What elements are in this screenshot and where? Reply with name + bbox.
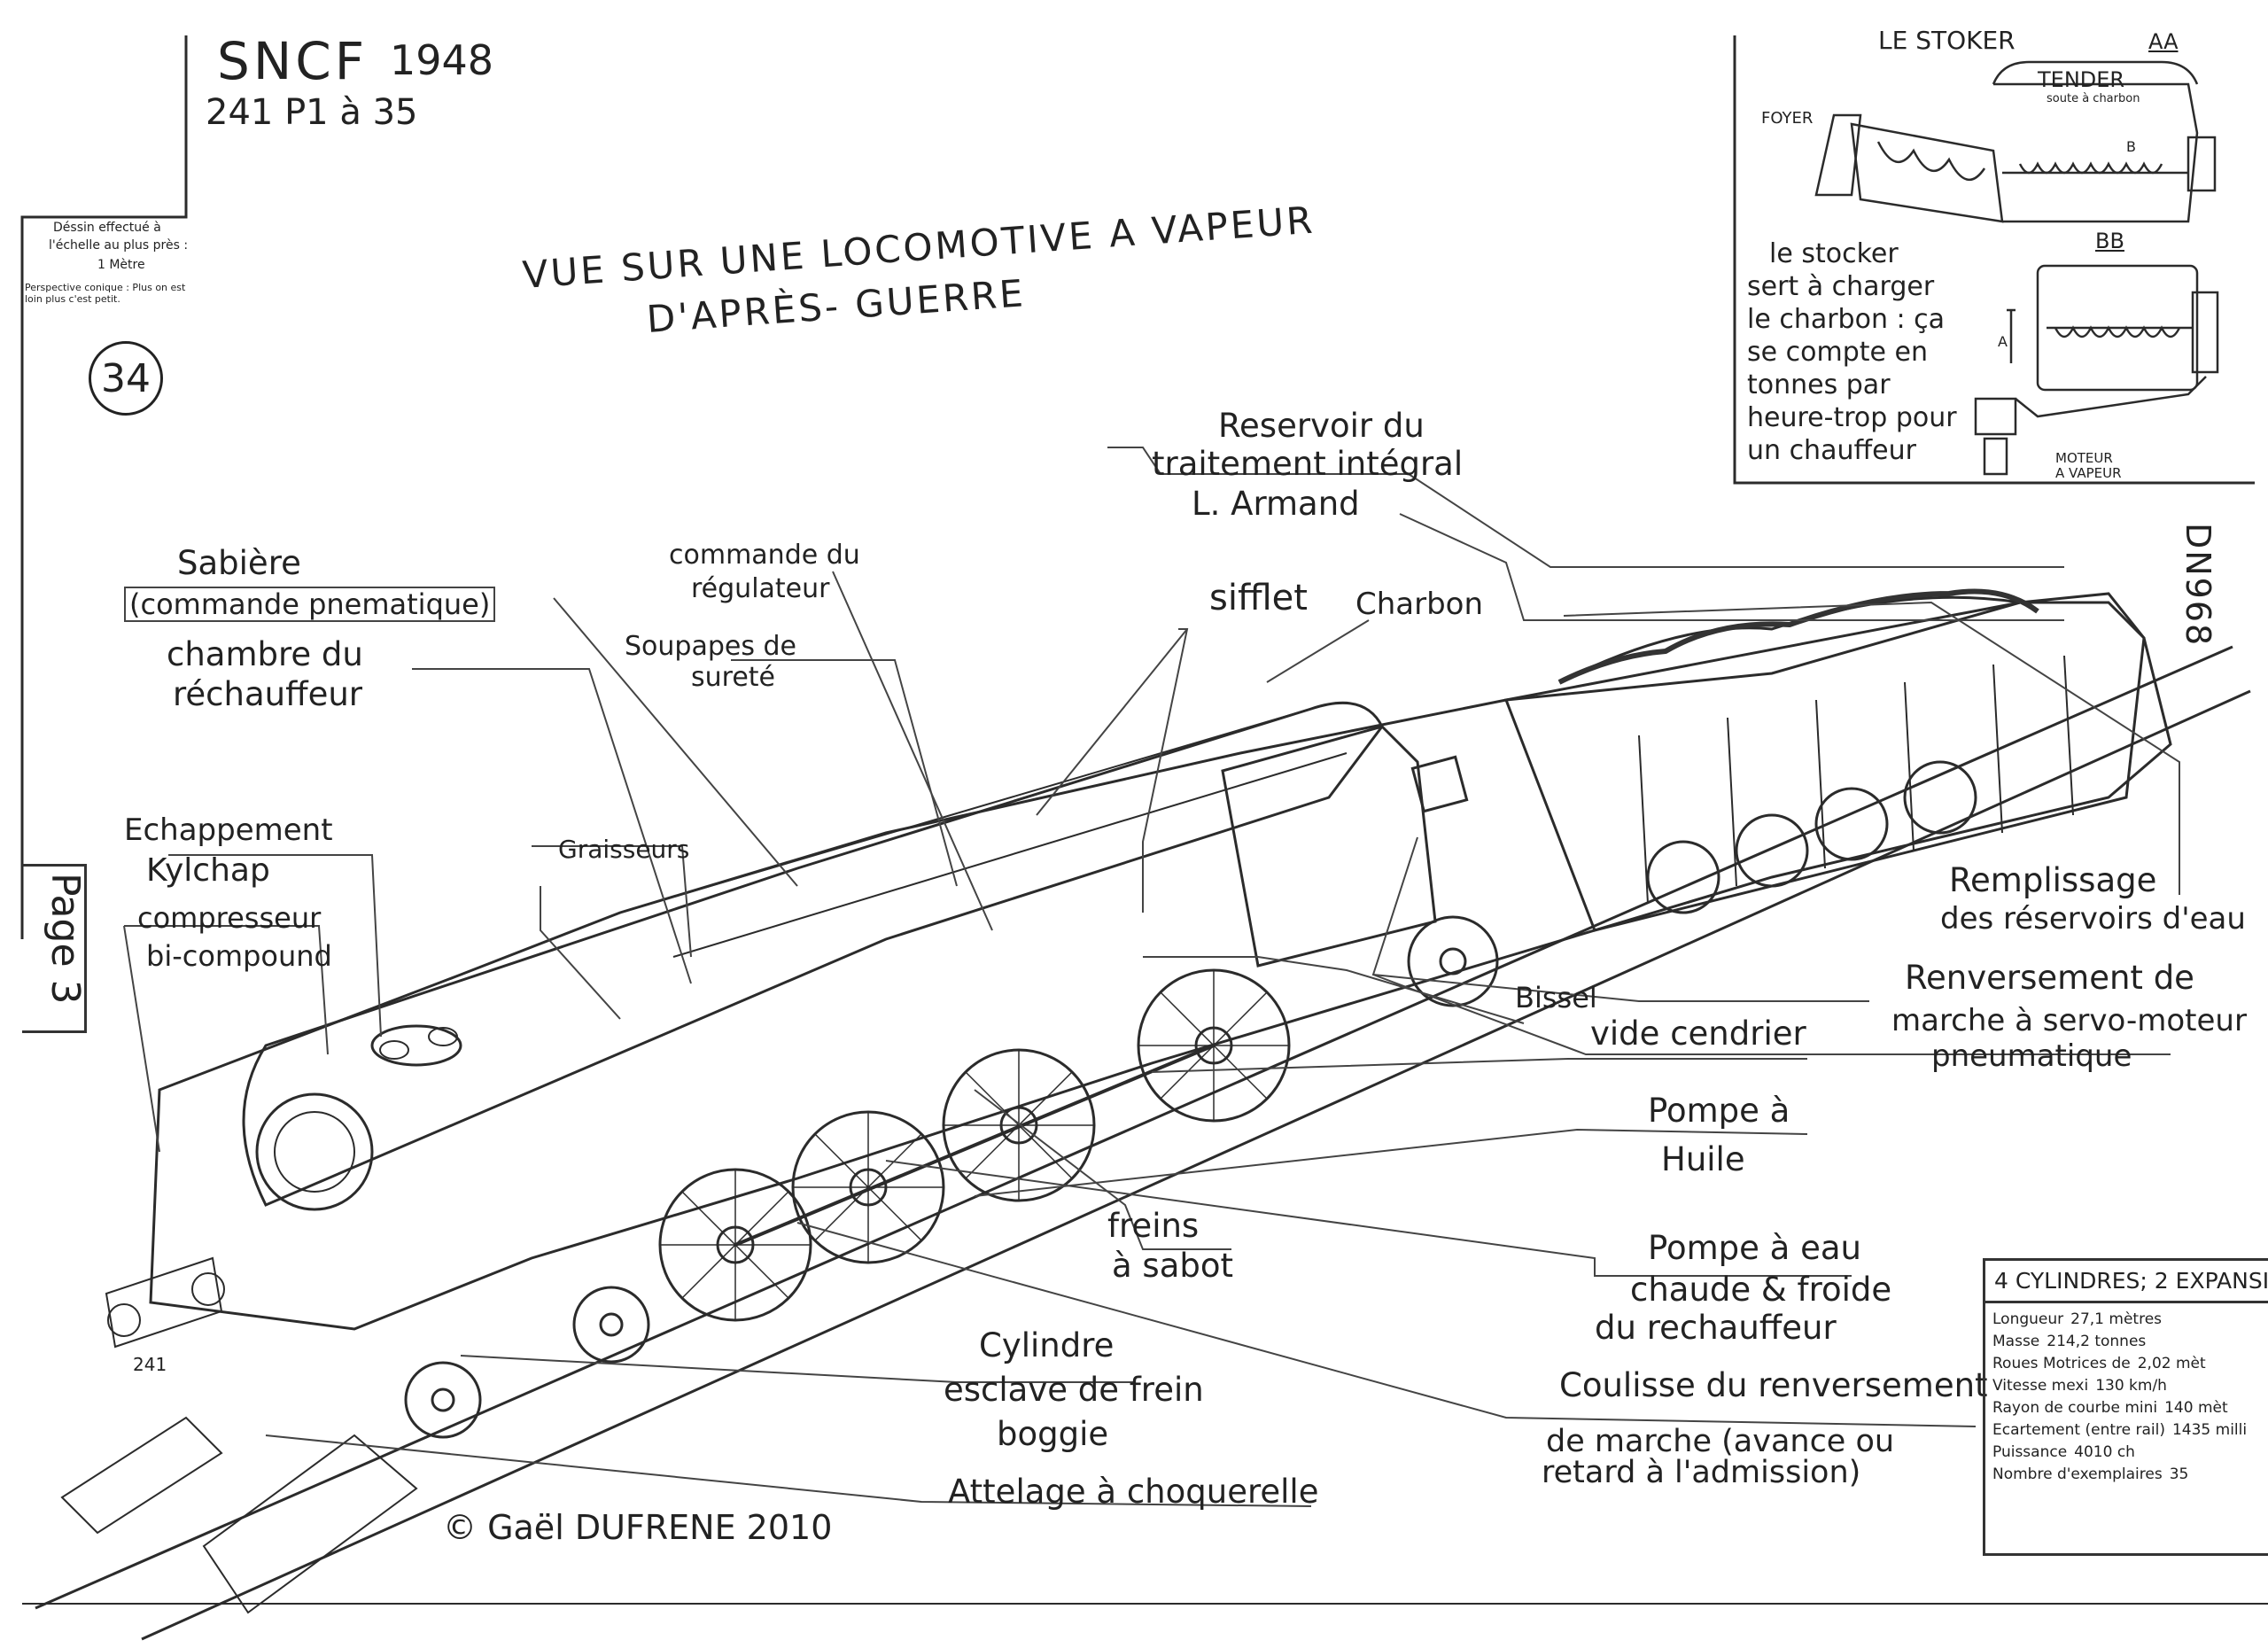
scale-note-line1: Déssin effectué à: [53, 221, 161, 235]
spec-value: 35: [2169, 1465, 2189, 1483]
label-commande-1: commande du: [669, 540, 860, 571]
spec-label: Roues Motrices de: [1992, 1355, 2131, 1372]
spec-row: Masse 214,2 tonnes: [1992, 1331, 2264, 1353]
spec-label: Puissance: [1992, 1443, 2068, 1461]
spec-row: Roues Motrices de 2,02 mèt: [1992, 1353, 2264, 1375]
label-charbon: Charbon: [1355, 587, 1484, 622]
stoker-desc-line: le stocker: [1769, 238, 1899, 269]
spec-row: Longueur 27,1 mètres: [1992, 1309, 2264, 1331]
spec-label: Nombre d'exemplaires: [1992, 1465, 2163, 1483]
stoker-a-vapeur: A VAPEUR: [2055, 465, 2122, 481]
stoker-desc-line: sert à charger: [1747, 271, 1935, 302]
spec-row: Nombre d'exemplaires 35: [1992, 1464, 2264, 1486]
label-reservoir-2: traitement intégral: [1152, 445, 1464, 483]
specs-header: 4 CYLINDRES; 2 EXPANSI: [1985, 1261, 2268, 1303]
label-coulisse-2: de marche (avance ou: [1546, 1424, 1895, 1459]
label-pompe-huile-2: Huile: [1661, 1140, 1745, 1178]
label-reservoir-1: Reservoir du: [1218, 407, 1425, 445]
label-remplissage-1: Remplissage: [1949, 861, 2157, 899]
stoker-title: LE STOKER: [1878, 26, 2016, 55]
stoker-b-mark: B: [2126, 138, 2136, 155]
spec-label: Rayon de courbe mini: [1992, 1399, 2158, 1417]
label-pompe-huile-1: Pompe à: [1648, 1092, 1790, 1130]
stoker-foyer: FOYER: [1761, 109, 1814, 128]
scale-note-line4: Perspective conique : Plus on est loin p…: [25, 282, 186, 306]
spec-value: 1435 milli: [2171, 1421, 2248, 1439]
label-soupapes-1: Soupapes de: [625, 631, 797, 662]
label-vide-cendrier: vide cendrier: [1590, 1014, 1806, 1053]
copyright-label: © Gaël DUFRENE 2010: [443, 1508, 833, 1547]
spec-value: 130 km/h: [2095, 1377, 2167, 1395]
label-pompe-eau-1: Pompe à eau: [1648, 1229, 1862, 1267]
stoker-desc-line: tonnes par: [1747, 369, 1891, 400]
label-freins-2: à sabot: [1112, 1247, 1234, 1285]
specs-box: 4 CYLINDRES; 2 EXPANSI Longueur 27,1 mètr…: [1983, 1258, 2268, 1556]
stoker-tender-sub: soute à charbon: [2047, 92, 2140, 105]
label-attelage: Attelage à choquerelle: [948, 1473, 1319, 1511]
stoker-section-aa: AA: [2148, 29, 2179, 54]
stoker-desc-line: un chauffeur: [1747, 435, 1916, 466]
label-coulisse-1: Coulisse du renversement: [1559, 1366, 1988, 1404]
label-sabiere-1: Sabière: [177, 544, 301, 582]
spec-value: 214,2 tonnes: [2047, 1333, 2147, 1350]
stoker-desc-line: se compte en: [1747, 337, 1928, 368]
brand-label: SNCF: [217, 31, 369, 91]
side-code: DN968: [2179, 523, 2218, 648]
spec-label: Ecartement (entre rail): [1992, 1421, 2165, 1439]
label-graisseurs: Graisseurs: [558, 835, 690, 864]
label-commande-2: régulateur: [691, 573, 830, 604]
stoker-a-mark: A: [1998, 333, 2008, 350]
spec-row: Vitesse mexi 130 km/h: [1992, 1375, 2264, 1397]
stoker-section-bb: BB: [2095, 229, 2124, 253]
label-renversement-2: marche à servo-moteur: [1891, 1003, 2247, 1038]
page-number: 34: [101, 355, 151, 401]
label-bissel: Bissel: [1515, 981, 1597, 1014]
spec-label: Vitesse mexi: [1992, 1377, 2089, 1395]
label-echappement-3: compresseur: [137, 901, 322, 935]
label-cylindre-3: boggie: [997, 1415, 1109, 1453]
label-echappement-1: Echappement: [124, 812, 333, 848]
spec-row: Ecartement (entre rail) 1435 milli: [1992, 1419, 2264, 1442]
label-renversement-1: Renversement de: [1905, 959, 2194, 997]
stoker-desc-line: le charbon : ça: [1747, 304, 1946, 335]
spec-value: 27,1 mètres: [2070, 1310, 2163, 1328]
label-soupapes-2: sureté: [691, 662, 775, 693]
spec-value: 4010 ch: [2074, 1443, 2135, 1461]
stoker-moteur: MOTEUR: [2055, 450, 2113, 466]
spec-value: 140 mèt: [2164, 1399, 2228, 1417]
stoker-description: le stocker sert à charger le charbon : ç…: [1747, 237, 1957, 467]
label-chambre-1: chambre du: [167, 635, 363, 673]
label-chambre-2: réchauffeur: [173, 675, 362, 713]
label-remplissage-2: des réservoirs d'eau: [1940, 901, 2246, 937]
spec-label: Masse: [1992, 1333, 2040, 1350]
label-pompe-eau-3: du rechauffeur: [1595, 1309, 1837, 1347]
stoker-tender: TENDER: [2038, 67, 2125, 92]
label-cylindre-1: Cylindre: [979, 1326, 1115, 1364]
scale-note-line2: l'échelle au plus près :: [49, 238, 189, 253]
year-label: 1948: [390, 36, 494, 84]
spec-row: Puissance 4010 ch: [1992, 1442, 2264, 1464]
label-reservoir-3: L. Armand: [1192, 485, 1360, 523]
label-cylindre-2: esclave de frein: [944, 1371, 1204, 1409]
page-tab-frame: [22, 864, 87, 1033]
label-pompe-eau-2: chaude & froide: [1630, 1271, 1892, 1309]
loco-number-plate: 241: [133, 1354, 167, 1375]
label-coulisse-3: retard à l'admission): [1542, 1455, 1861, 1490]
spec-value: 2,02 mèt: [2137, 1355, 2206, 1372]
spec-label: Longueur: [1992, 1310, 2064, 1328]
label-echappement-4: bi-compound: [146, 939, 332, 973]
label-echappement-2: Kylchap: [146, 852, 270, 889]
label-renversement-3: pneumatique: [1931, 1038, 2132, 1074]
label-freins-1: freins: [1107, 1207, 1200, 1245]
spec-row: Rayon de courbe mini 140 mèt: [1992, 1397, 2264, 1419]
label-sifflet: sifflet: [1209, 578, 1308, 618]
model-label: 241 P1 à 35: [206, 92, 418, 133]
label-sabiere-2: (commande pnematique): [124, 587, 496, 622]
stoker-desc-line: heure-trop pour: [1747, 402, 1957, 433]
page-number-badge: 34: [89, 341, 163, 416]
scale-note-line3: 1 Mètre: [97, 258, 145, 272]
